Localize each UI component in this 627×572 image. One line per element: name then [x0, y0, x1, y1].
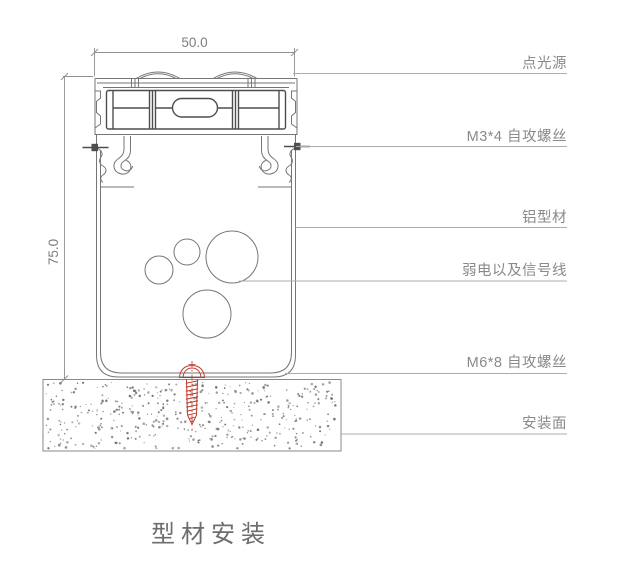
signal-wire-circles — [144, 230, 259, 339]
profile-top-cap — [94, 78, 298, 135]
dimension-width — [90, 48, 299, 77]
drawing-title: 型材安装 — [151, 521, 271, 548]
callout-m6-self-tapping-screw: M6*8 自攻螺丝 — [466, 355, 567, 371]
dim-width-label: 50.0 — [181, 35, 207, 50]
dim-height-label: 75.0 — [46, 239, 61, 265]
m6-mounting-screw — [178, 361, 206, 431]
callout-leader-lines — [239, 73, 567, 435]
callout-mounting-surface: 安装面 — [522, 416, 567, 432]
callout-point-light-source: 点光源 — [522, 56, 567, 72]
callout-aluminum-profile: 铝型材 — [522, 210, 567, 226]
dimension-height — [60, 72, 93, 383]
spring-clips — [96, 136, 296, 188]
point-light-source-lenses — [135, 71, 258, 79]
concrete-stipple-texture — [45, 381, 337, 450]
callout-signal-wires: 弱电以及信号线 — [462, 263, 567, 279]
callout-m3-self-tapping-screw: M3*4 自攻螺丝 — [466, 129, 567, 145]
led-module-housing — [105, 89, 287, 130]
m3-screw-marks — [82, 142, 310, 152]
